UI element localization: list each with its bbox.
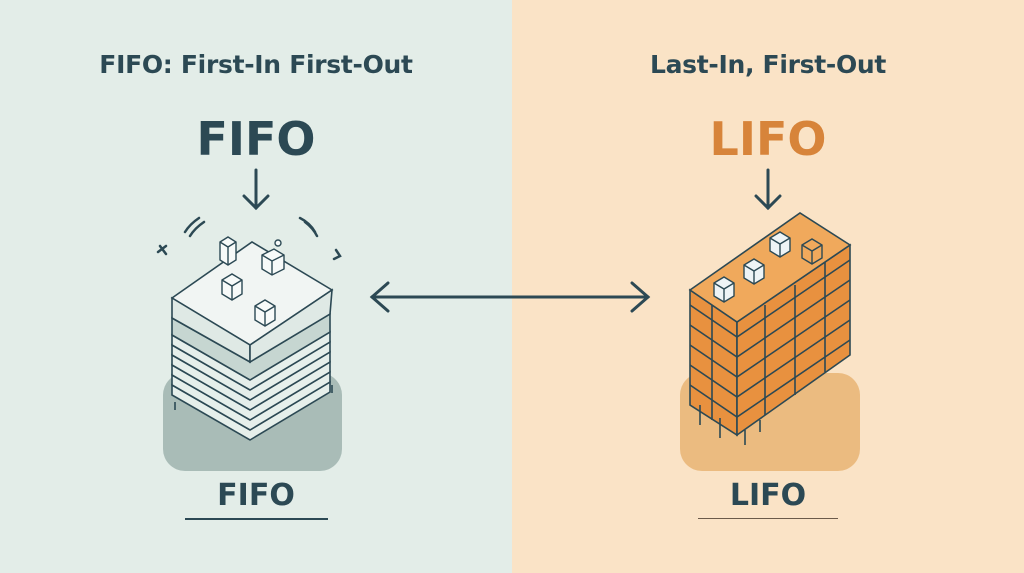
lifo-underline bbox=[698, 518, 838, 519]
lifo-stack-illustration bbox=[680, 212, 860, 471]
fifo-underline bbox=[185, 518, 328, 520]
fifo-panel: FIFO: First-In First-Out FIFO FIFO bbox=[0, 0, 512, 573]
double-arrow-icon bbox=[369, 281, 651, 313]
fifo-stack-illustration bbox=[156, 216, 342, 471]
lifo-label: LIFO bbox=[729, 478, 807, 513]
fifo-heading: FIFO bbox=[196, 112, 316, 166]
lifo-down-arrow-icon bbox=[754, 168, 782, 211]
fifo-down-arrow-icon bbox=[242, 168, 270, 211]
lifo-heading: LIFO bbox=[709, 112, 827, 166]
fifo-subtitle: FIFO: First-In First-Out bbox=[99, 50, 413, 79]
fifo-label: FIFO bbox=[217, 478, 295, 513]
lifo-subtitle: Last-In, First-Out bbox=[649, 50, 887, 79]
